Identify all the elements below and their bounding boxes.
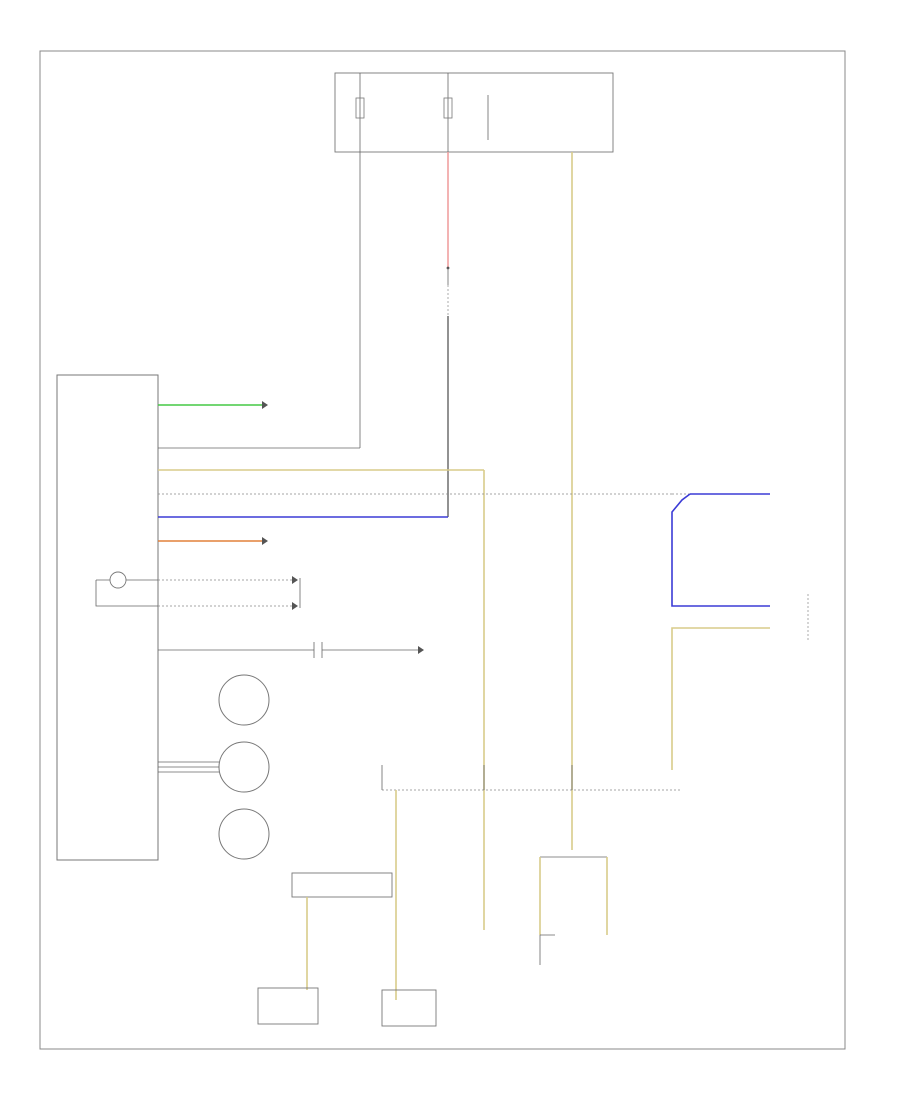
bottom-mid-module: [381, 989, 437, 1027]
instrument-cluster: [671, 493, 809, 770]
arrow-green: [262, 401, 268, 409]
top-fuse-box: [334, 72, 614, 153]
gauge-bottom: [218, 808, 270, 860]
bottom-center-unit: [539, 934, 555, 965]
gauge-mid: [218, 741, 270, 793]
arrow-orange: [262, 537, 268, 545]
connector-lower-left: [291, 872, 393, 898]
bottom-left-module: [257, 987, 319, 1025]
fuse-mid: [443, 97, 453, 119]
lamp-circuit: [95, 571, 301, 610]
gauge-top: [218, 674, 270, 726]
ground-run: [158, 642, 424, 658]
left-unit-box: [56, 374, 159, 861]
diagram-frame: [39, 50, 846, 1050]
fuse-left: [355, 97, 365, 119]
